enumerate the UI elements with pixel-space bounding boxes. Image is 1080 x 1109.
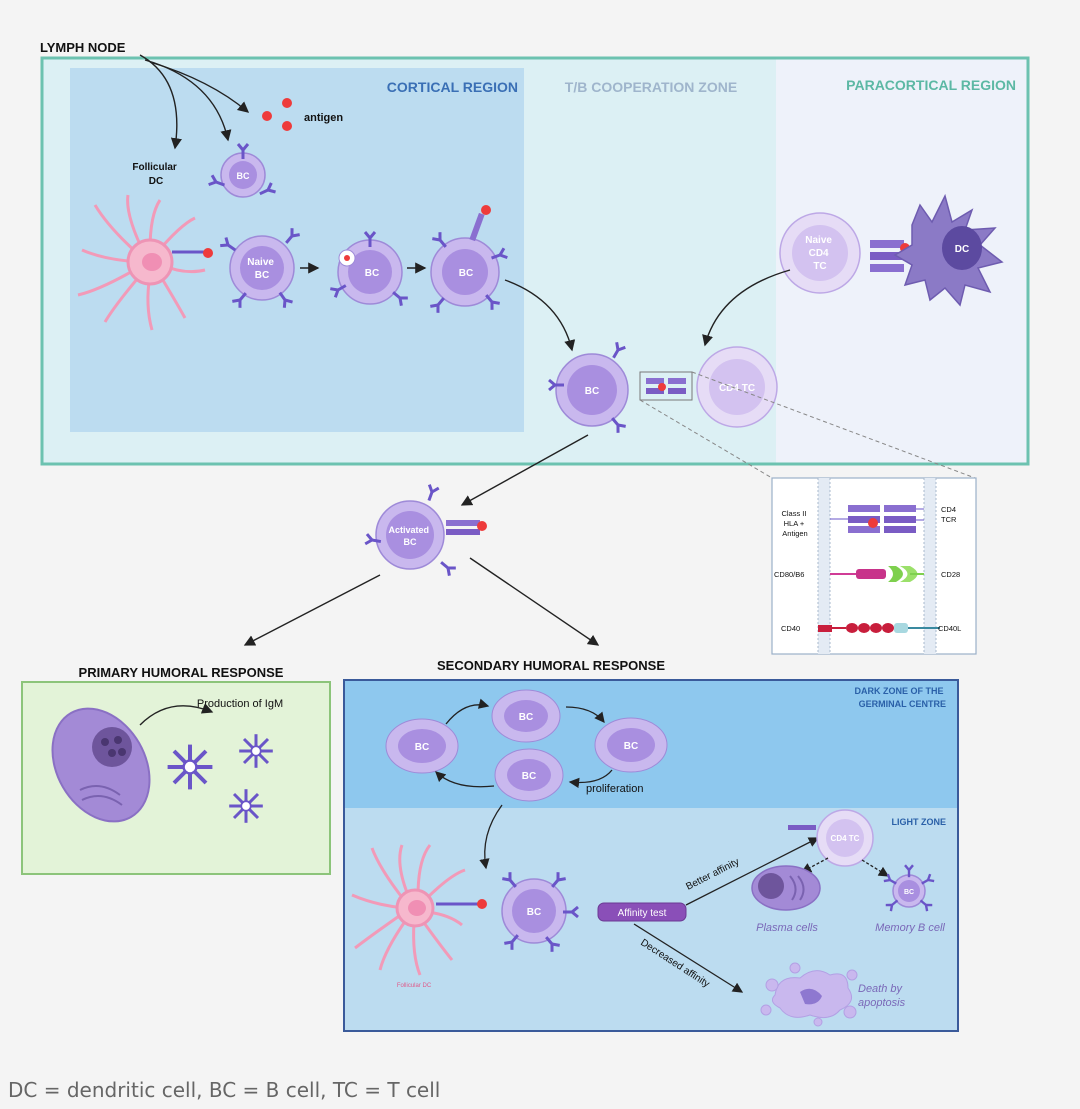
secondary-box-border: [343, 679, 959, 1032]
tb-zone-label: T/B COOPERATION ZONE: [565, 79, 737, 95]
dendritic-cell: [893, 193, 1004, 307]
lymph-node-title: LYMPH NODE: [40, 40, 126, 55]
bc-internal-label: BC: [365, 268, 379, 279]
dc-label: DC: [955, 244, 969, 255]
prolif-bc-label-3: BC: [624, 741, 638, 752]
proliferation-label: proliferation: [586, 783, 643, 795]
cd4-tc-light: [788, 809, 874, 867]
affinity-test-label: Affinity test: [618, 908, 667, 919]
zoom-box: [639, 371, 693, 401]
antigen-label: antigen: [304, 112, 343, 124]
death-label: Death by apoptosis: [858, 983, 906, 1009]
prolif-bc-label-4: BC: [522, 771, 536, 782]
bc-presenting: [428, 205, 509, 315]
prolif-bc-label-2: BC: [519, 712, 533, 723]
cd4-tc-light-label: CD4 TC: [831, 834, 860, 843]
cd4-tc-cell: [696, 346, 778, 428]
bc-presenting-label: BC: [459, 268, 473, 279]
memory-b-cell: [882, 864, 936, 913]
follicular-dc-cell: [77, 194, 206, 331]
antigen-dots: [262, 98, 292, 131]
bc-top-label: BC: [237, 171, 250, 181]
production-arrow: [139, 703, 214, 726]
memory-bc-label: BC: [904, 889, 914, 896]
bc-light-zone: [500, 870, 580, 954]
primary-title: PRIMARY HUMORAL RESPONSE: [79, 665, 284, 680]
follicular-dc-light-label: Follicular DC: [397, 983, 432, 989]
inset-tcr-label: TCR: [941, 515, 957, 524]
naive-bc-cell: [218, 226, 302, 310]
proliferation-arrows: [435, 698, 613, 789]
to-lightzone-arrow: [479, 804, 503, 870]
bc-cell-top: [207, 142, 278, 200]
inset-cd4-label: CD4: [941, 505, 956, 514]
decreased-affinity-arrow: [633, 923, 744, 993]
zoom-lines: [639, 371, 976, 479]
follicular-dc-label: Follicular DC: [132, 162, 179, 187]
caption: DC = dendritic cell, BC = B cell, TC = T…: [8, 1078, 441, 1102]
plasma-cell-secondary: [751, 865, 821, 911]
activated-bc-label: Activated BC: [388, 525, 431, 547]
cd4-tc-label: CD4 TC: [719, 383, 755, 394]
bc-light-label: BC: [527, 907, 541, 918]
naive-cd4-cell: [779, 212, 861, 294]
cortical-region-label: CORTICAL REGION: [387, 79, 518, 95]
mhc-tcr-complex-mid: [646, 378, 686, 394]
follicular-dc-light: [351, 844, 466, 976]
plasma-cell-primary: [51, 707, 151, 823]
paracortical-region-label: PARACORTICAL REGION: [846, 77, 1016, 93]
prolif-bc-label-1: BC: [415, 742, 429, 753]
receptor-inset: [771, 477, 977, 655]
inset-cd40l-label: CD40L: [938, 624, 961, 633]
inset-cd28-label: CD28: [941, 570, 960, 579]
proliferation-cells: [385, 689, 668, 802]
bc-internalizing: [328, 230, 410, 308]
to-memory-arrow: [861, 859, 890, 877]
naive-cd4-label: Naive CD4 TC: [805, 235, 834, 272]
better-affinity-arrow: [685, 837, 820, 906]
inset-cd40-label: CD40: [781, 624, 800, 633]
affinity-test-pill: [597, 902, 687, 922]
production-label: Production of IgM: [197, 698, 283, 710]
inset-class2-label: Class II HLA + Antigen: [781, 509, 808, 538]
memory-b-label: Memory B cell: [875, 922, 945, 934]
light-zone-label: LIGHT ZONE: [892, 817, 947, 827]
title-arrows: [139, 54, 250, 150]
secondary-title: SECONDARY HUMORAL RESPONSE: [437, 658, 665, 673]
apoptotic-cell: [760, 962, 858, 1027]
bc-interaction-label: BC: [585, 386, 599, 397]
plasma-cells-label: Plasma cells: [756, 922, 818, 934]
naive-bc-label: Naive BC: [247, 257, 276, 281]
inset-cd80-label: CD80/B6: [774, 570, 804, 579]
bc-interaction-cell: [547, 340, 629, 435]
dark-zone-label: DARK ZONE OF THE GERMINAL CENTRE: [854, 686, 946, 709]
activated-bc-cell: [363, 483, 487, 578]
